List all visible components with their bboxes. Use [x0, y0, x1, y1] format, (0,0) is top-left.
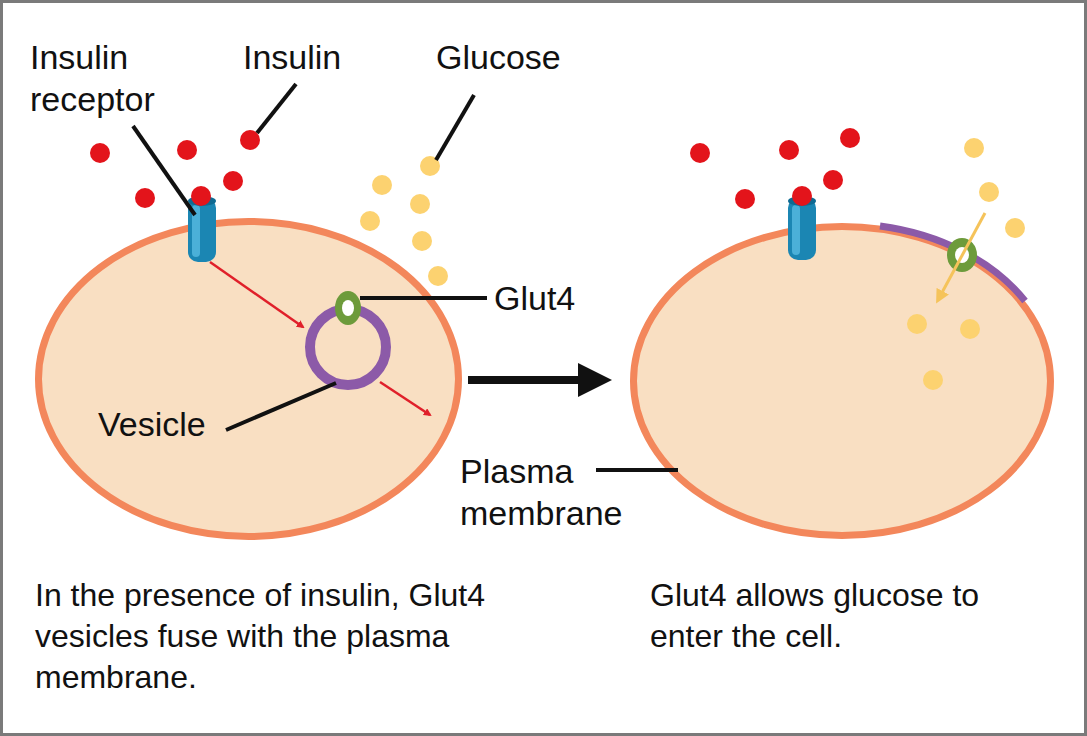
- glucose-dot: [964, 138, 984, 158]
- receptor-highlight: [192, 205, 200, 257]
- leader-lines: [133, 84, 678, 470]
- insulin-dot: [690, 143, 710, 163]
- process-arrow: [468, 363, 612, 397]
- part-label: Insulin receptor: [30, 36, 180, 120]
- insulin-dot: [735, 189, 755, 209]
- leader-line: [436, 95, 474, 160]
- cell-caption: Glut4 allows glucose to enter the cell.: [650, 575, 1060, 657]
- insulin-dot: [840, 128, 860, 148]
- glut4-pore: [342, 300, 354, 316]
- glucose-dot: [960, 319, 980, 339]
- glucose-dot: [372, 175, 392, 195]
- receptor-body: [788, 198, 816, 260]
- cell-outline: [630, 223, 1054, 539]
- part-label: Vesicle: [98, 403, 258, 445]
- glucose-entry-arrow: [938, 213, 985, 300]
- glut4-transporter: [947, 238, 977, 272]
- insulin-dot: [240, 130, 260, 150]
- leader-line: [360, 296, 487, 300]
- glut4-ring: [947, 238, 977, 272]
- glucose-dot: [907, 314, 927, 334]
- glucose-dot: [428, 266, 448, 286]
- receptor-highlight: [792, 205, 800, 255]
- insulin-dot: [792, 186, 812, 206]
- insulin-molecules: [690, 128, 860, 209]
- part-label: Plasma membrane: [460, 450, 630, 534]
- cell-caption: In the presence of insulin, Glut4 vesicl…: [35, 575, 505, 698]
- glucose-molecules: [907, 138, 1025, 390]
- leader-line: [133, 126, 195, 215]
- insulin-dot: [90, 143, 110, 163]
- insulin-dot: [823, 170, 843, 190]
- cell-outline: [35, 218, 462, 540]
- leader-line: [226, 383, 336, 430]
- part-label: Glucose: [436, 36, 616, 78]
- leader-line: [257, 84, 296, 133]
- glucose-dot: [1005, 218, 1025, 238]
- receptor-top: [788, 196, 816, 206]
- cell: In the presence of insulin, Glut4 vesicl…: [35, 218, 462, 540]
- insulin-dot: [223, 171, 243, 191]
- glucose-dot: [979, 182, 999, 202]
- arrowhead: [578, 363, 612, 397]
- glut4-pore: [955, 247, 969, 263]
- glucose-dot: [410, 194, 430, 214]
- receptor-body: [188, 198, 216, 262]
- cell-membrane: [634, 227, 1051, 536]
- cell-membrane: [39, 222, 459, 537]
- glucose-dot: [923, 370, 943, 390]
- insulin-receptor: [188, 196, 216, 262]
- glut4-ring: [335, 291, 361, 325]
- signal-arrow: [380, 382, 430, 415]
- signal-arrow: [210, 262, 303, 327]
- insulin-receptor: [788, 196, 816, 260]
- insulin-dot: [177, 140, 197, 160]
- insulin-dot: [135, 188, 155, 208]
- insulin-dot: [191, 186, 211, 206]
- receptor-top: [188, 196, 216, 206]
- vesicle-membrane: [310, 309, 386, 385]
- glut4-transporter: [335, 291, 361, 325]
- fused-vesicle-membrane: [880, 226, 1025, 301]
- glucose-dot: [412, 231, 432, 251]
- glucose-molecules: [360, 156, 448, 286]
- glucose-dot: [420, 156, 440, 176]
- glucose-dot: [360, 211, 380, 231]
- insulin-molecules: [90, 130, 260, 208]
- insulin-dot: [779, 140, 799, 160]
- arrow-shaft: [468, 376, 582, 384]
- cell: Glut4 allows glucose to enter the cell.: [630, 223, 1054, 539]
- leader-line: [596, 468, 678, 472]
- part-label: Glut4: [494, 277, 634, 319]
- part-label: Insulin: [243, 36, 403, 78]
